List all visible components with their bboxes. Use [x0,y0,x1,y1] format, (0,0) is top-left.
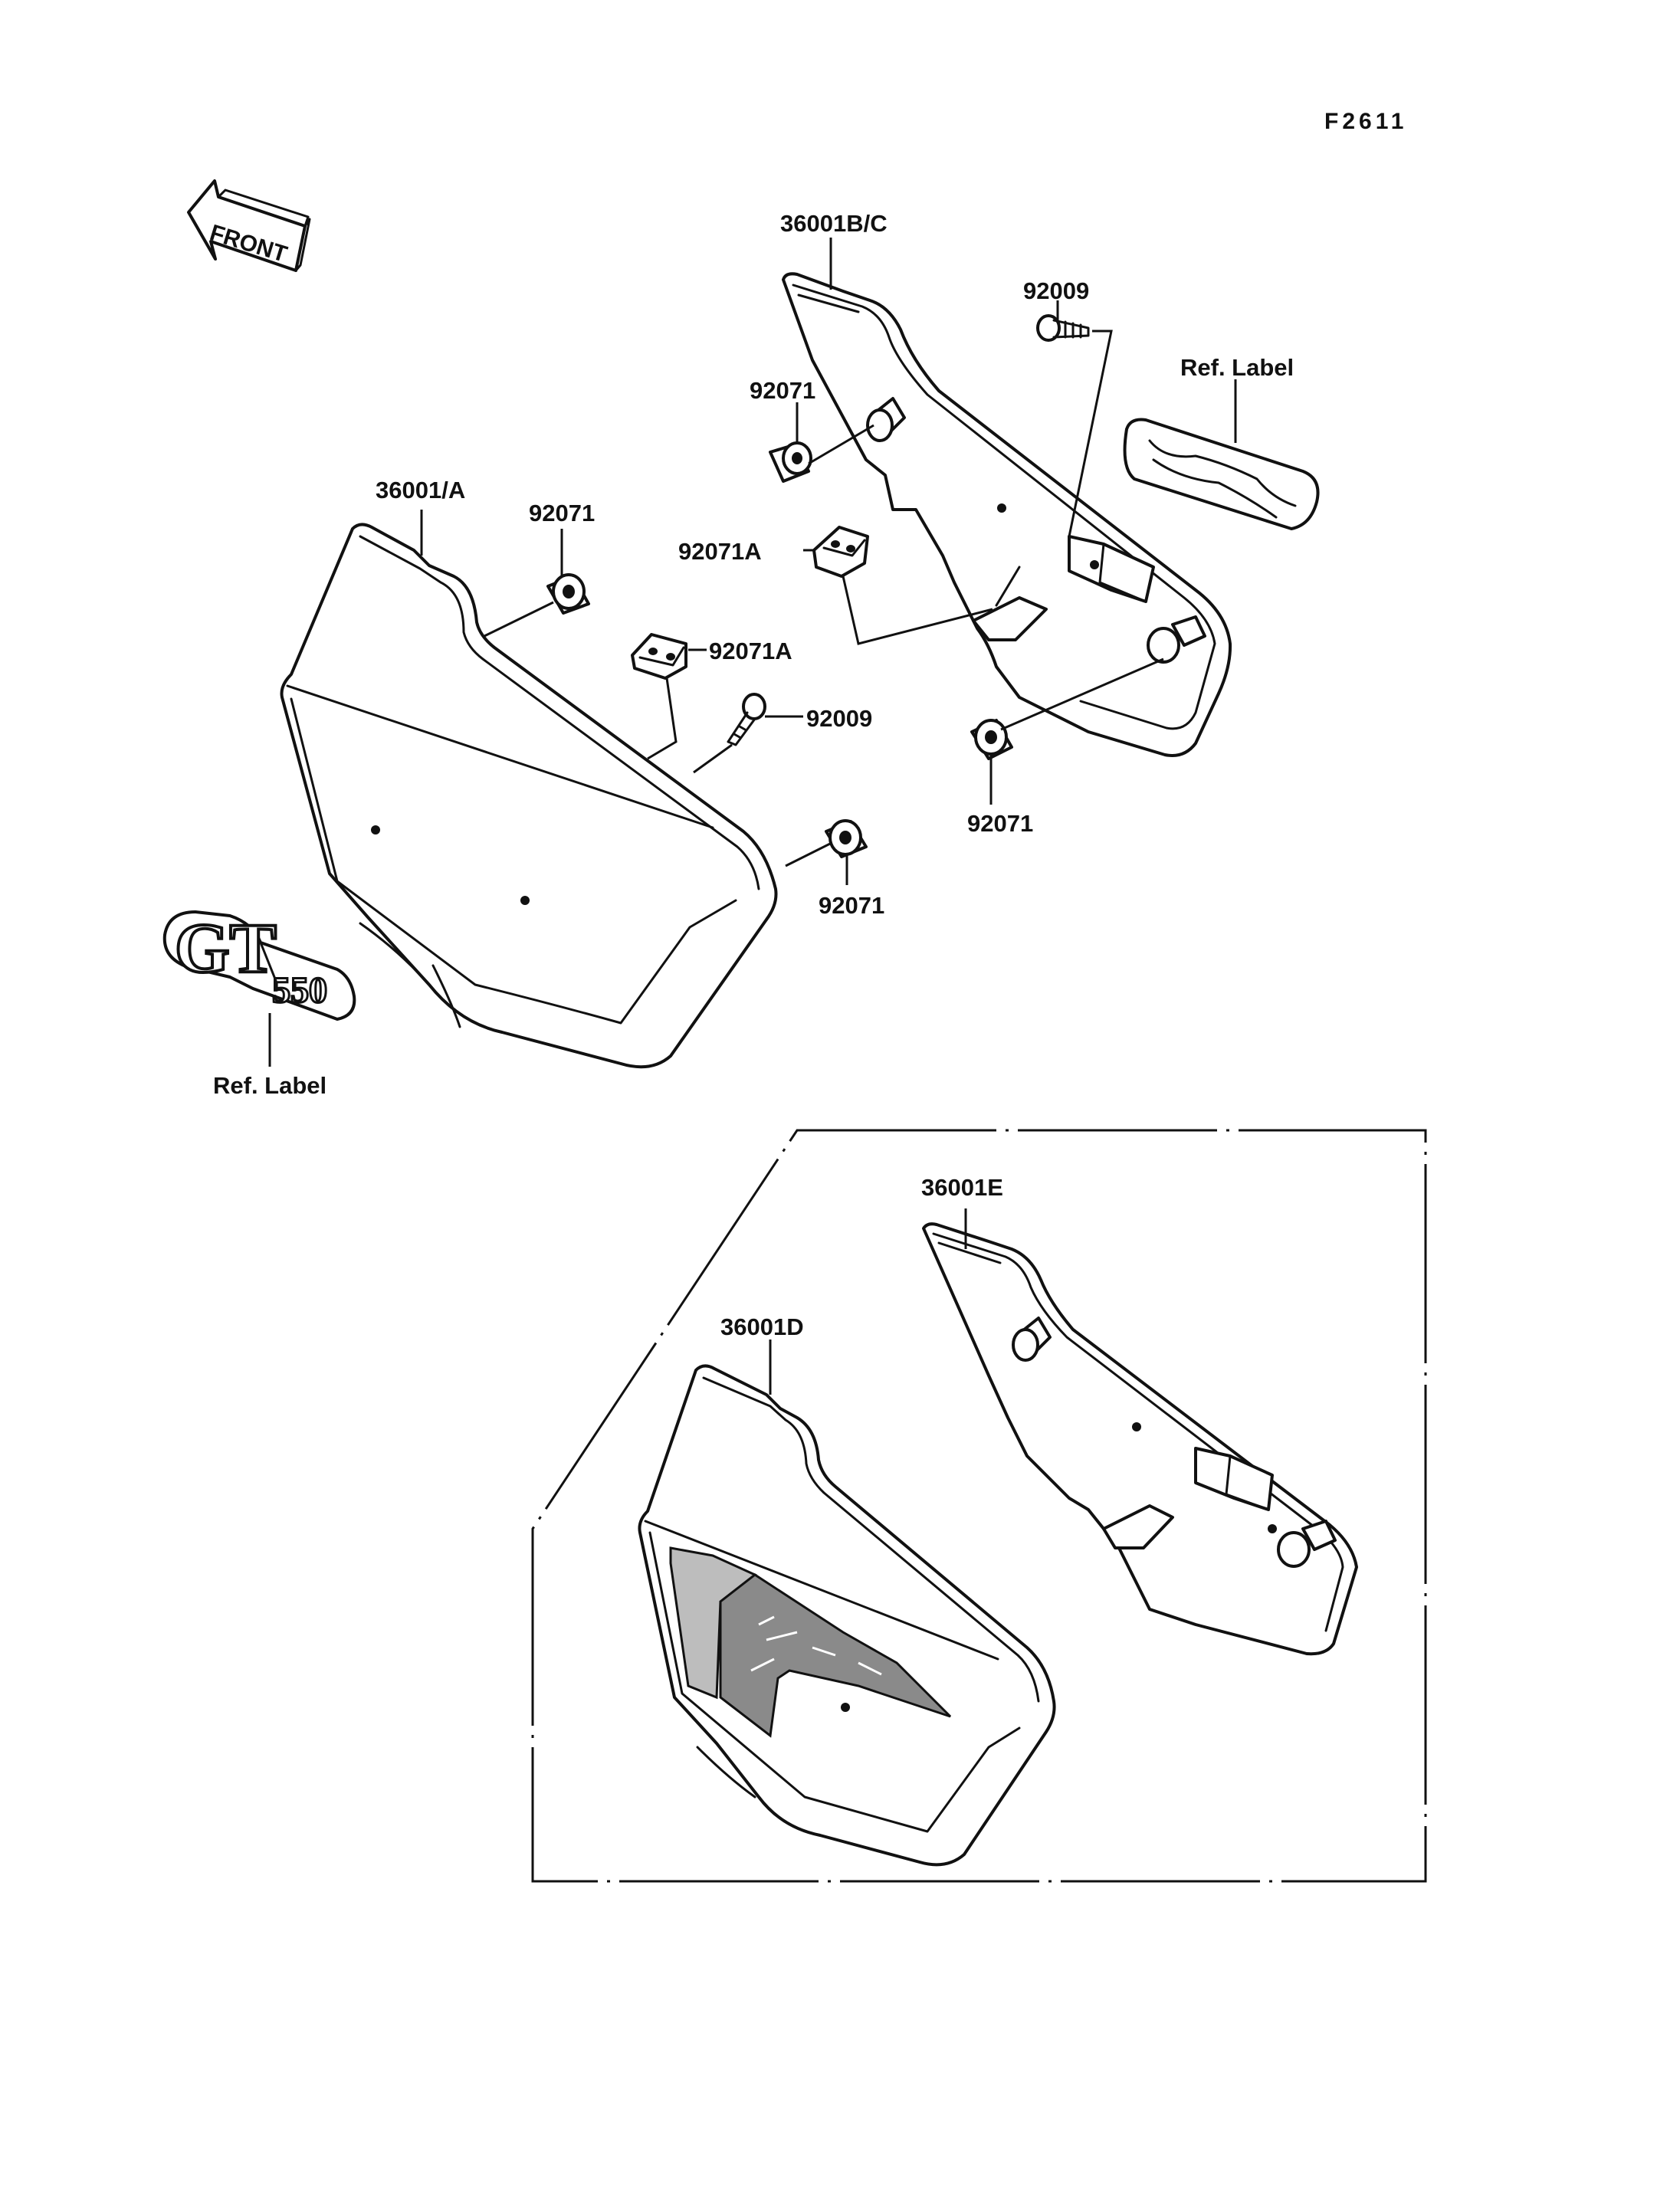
gt550-emblem: GT 550 [162,907,356,1021]
decal-speckle [669,1546,757,1700]
label-36001e: 36001E [921,1174,1003,1201]
label-92071a-left: 92071A [709,638,792,664]
emblem-gt-text: GT [175,909,277,987]
grommet-bottom [825,819,868,858]
label-36001a: 36001/A [376,477,465,503]
grommet-left [546,573,590,615]
label-92071-bottom: 92071 [819,892,884,919]
part-labels: 36001B/C 92009 Ref. Label 92071 36001/A … [213,210,1294,1340]
label-92071-left: 92071 [529,500,595,526]
figure-code: F2611 [1324,109,1407,134]
front-arrow-icon: FRONT [187,179,311,272]
variant-box [531,1129,1427,1883]
side-cover-d [638,1364,1056,1867]
screw-top [1036,314,1090,342]
leader-lines [268,238,1237,1395]
side-cover-left [280,523,778,1069]
grommet-right [970,719,1013,760]
label-ref-label-bottom: Ref. Label [213,1072,326,1099]
side-cover-e [922,1222,1358,1656]
damper-left [631,633,687,680]
label-92071a-mid: 92071A [678,538,762,565]
label-92009-top: 92009 [1023,277,1089,304]
screw-mid [727,693,766,746]
label-92071-right: 92071 [967,810,1033,837]
label-92009-mid: 92009 [806,705,872,732]
label-36001d: 36001D [720,1313,804,1340]
damper-mid [812,526,869,578]
emblem-num-text: 550 [272,970,327,1011]
label-ref-label-top: Ref. Label [1180,354,1294,381]
label-92071-top: 92071 [750,377,815,404]
grommet-top [769,441,812,483]
ref-label-plate-top [1123,418,1320,530]
side-cover-right [782,272,1232,757]
label-36001bc: 36001B/C [780,210,888,237]
